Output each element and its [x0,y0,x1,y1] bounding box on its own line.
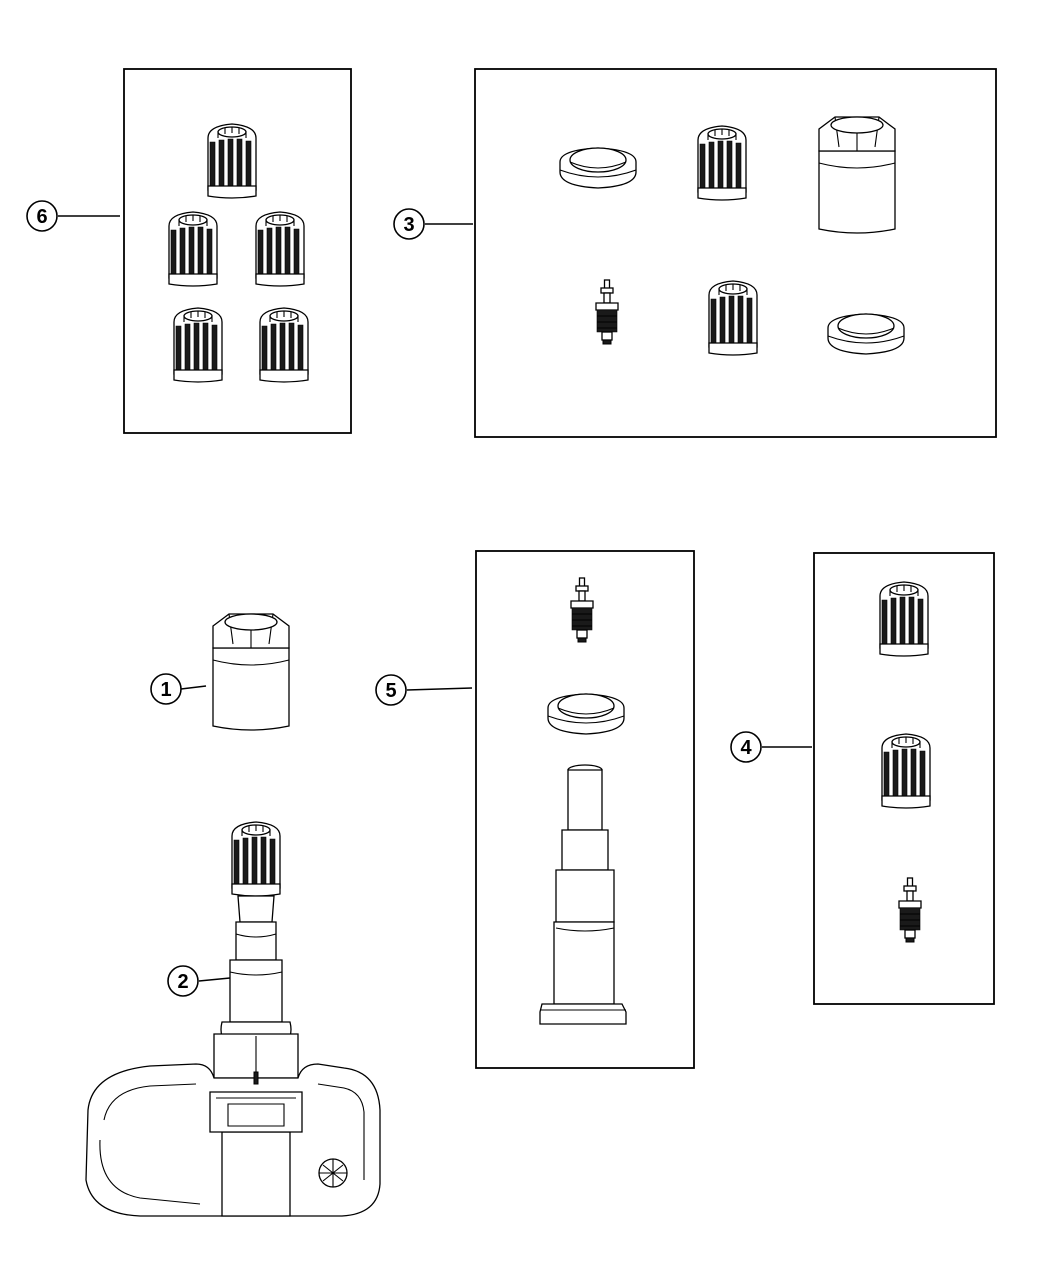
callout-5: 5 [385,680,396,702]
group-4: 4 [730,552,995,1005]
group-3: 3 [393,68,997,438]
valve-core [595,279,619,345]
valve-cap [255,211,305,287]
valve-seal [827,313,905,355]
valve-cap [881,733,931,809]
valve-cap [259,307,309,383]
callout-circle-4 [730,731,762,763]
valve-cap [697,125,747,201]
valve-grommet [559,147,637,189]
callout-3: 3 [403,214,414,236]
callout-6: 6 [36,206,47,228]
valve-core [570,577,594,643]
valve-cap [168,211,218,287]
callout-circle-1 [150,673,182,705]
valve-cap [173,307,223,383]
callout-2: 2 [177,971,188,993]
kit-box-4 [813,552,995,1005]
callout-circle-5 [375,674,407,706]
kit-box-6 [123,68,352,434]
group-1: 1 [150,613,290,731]
callout-4: 4 [740,737,752,759]
valve-cap [708,280,758,356]
tpms-sensor: 2 [85,821,381,1217]
group-5: 5 [375,550,695,1069]
hex-nut [818,116,896,234]
callout-circle-3 [393,208,425,240]
callout-circle-2 [167,965,199,997]
valve-cap [231,821,281,897]
hex-nut [212,613,290,731]
valve-stem [539,764,627,1025]
callout-1: 1 [160,679,171,701]
valve-cap [879,581,929,657]
kit-box-3 [474,68,997,438]
callout-circle-6 [26,200,58,232]
valve-cap [207,123,257,199]
valve-grommet [547,693,625,735]
valve-core [898,877,922,943]
group-6: 6 [26,68,352,434]
kit-box-5 [475,550,695,1069]
